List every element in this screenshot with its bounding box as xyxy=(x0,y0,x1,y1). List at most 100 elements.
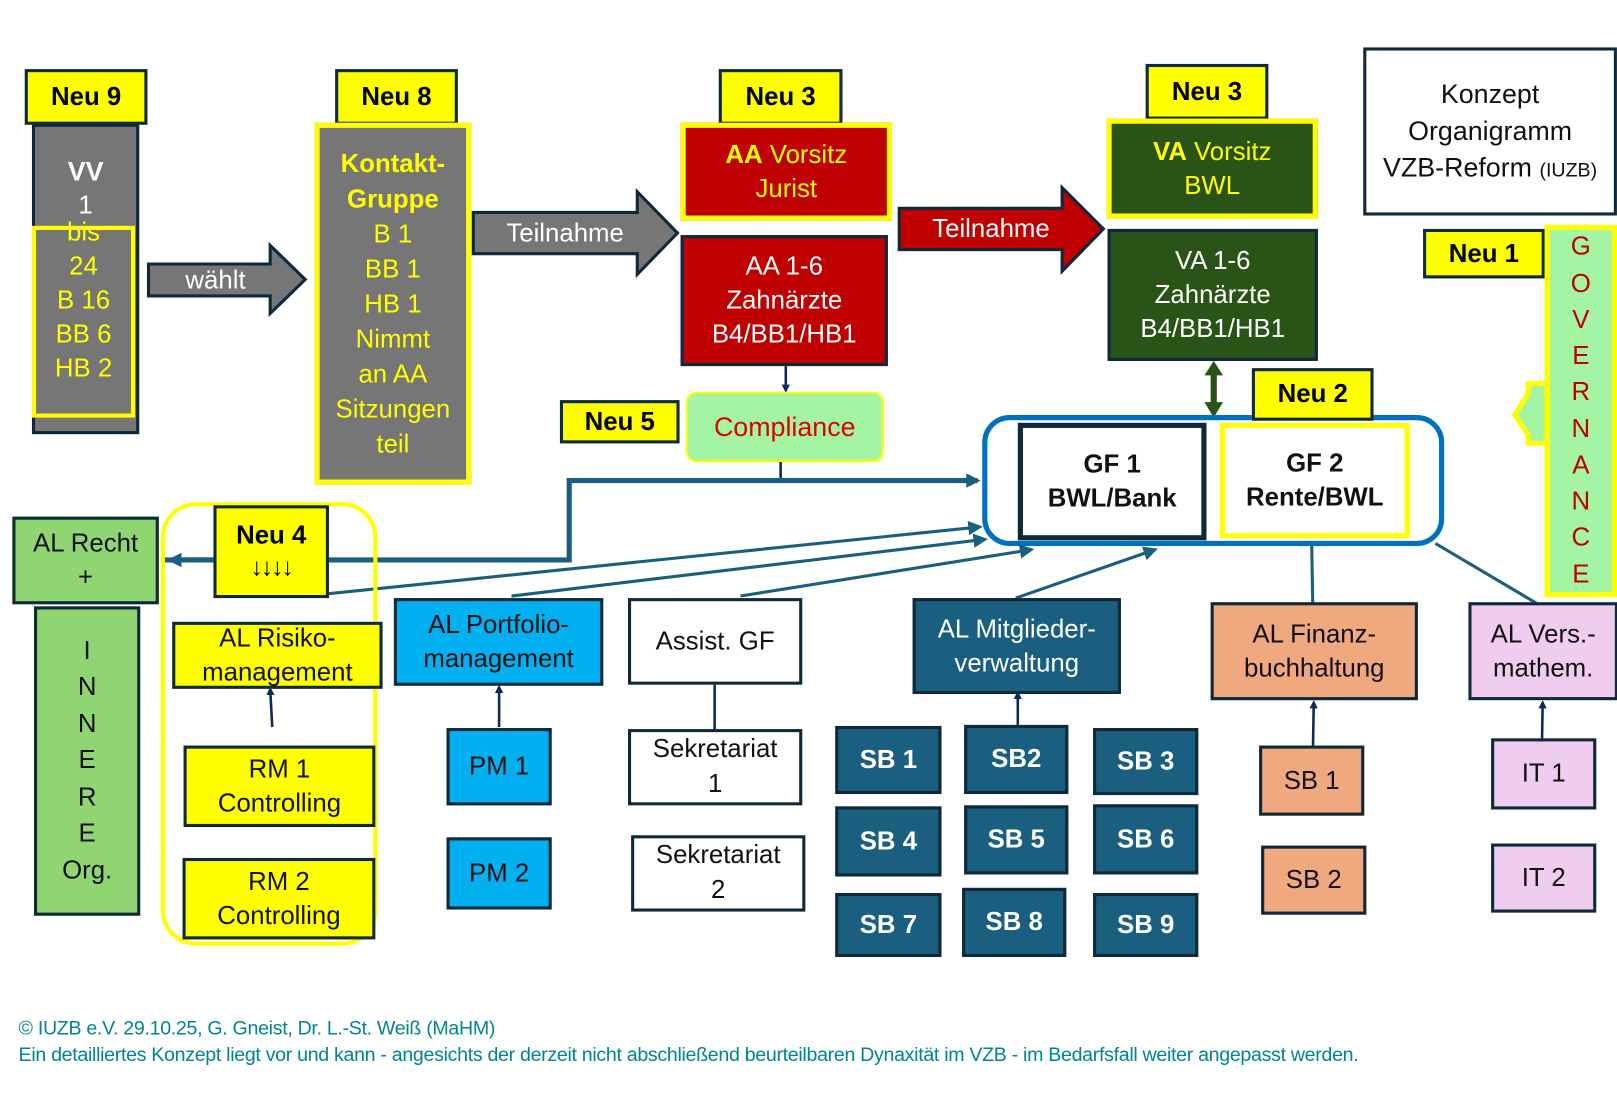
kontakt-line: B 1 xyxy=(373,219,413,249)
mitglieder-sb-box: SB 5 xyxy=(964,805,1069,875)
arrow-label-teilnahme-1: Teilnahme xyxy=(506,218,624,247)
title-line-1: Konzept xyxy=(1440,78,1540,109)
portfolio-line: management xyxy=(423,643,574,673)
mitglieder-line: AL Mitglieder- xyxy=(937,614,1096,643)
link-assist-gf xyxy=(740,544,1035,598)
gf2-line2: Rente/BWL xyxy=(1246,482,1384,512)
sekretariat-2-box: Sekretariat 2 xyxy=(631,835,806,912)
badge-neu-8: Neu 8 xyxy=(335,69,458,125)
va-line: VA 1-6 xyxy=(1174,245,1251,275)
finanz-line: buchhaltung xyxy=(1244,653,1385,683)
vv-line: HB 2 xyxy=(54,353,113,383)
rm2-box: RM 2 Controlling xyxy=(182,857,376,940)
vv-title: VV xyxy=(67,155,104,187)
aa-vorsitz-box: AA Vorsitz Jurist xyxy=(680,122,892,221)
al-recht-line2: + xyxy=(78,562,94,592)
al-portfolio-box: AL Portfolio- management xyxy=(393,598,604,686)
governance-letter: E xyxy=(1572,559,1590,589)
innere-org-letter: N xyxy=(77,672,97,702)
sek2-line: Sekretariat xyxy=(655,840,781,870)
gf1-box: GF 1 BWL/Bank xyxy=(1017,422,1207,541)
governance-letter: V xyxy=(1572,304,1590,334)
versmath-line: AL Vers.- xyxy=(1490,619,1596,649)
rm1-line: RM 1 xyxy=(248,754,311,784)
al-versmath-box: AL Vers.- mathem. xyxy=(1468,602,1617,701)
link-versmath-gf xyxy=(1434,542,1538,605)
mitglieder-sb-box: SB 4 xyxy=(835,806,942,877)
it1-box: IT 1 xyxy=(1491,738,1597,810)
va-gf-arrowhead-down xyxy=(1204,402,1224,418)
rm1-box: RM 1 Controlling xyxy=(183,745,376,828)
pm2-box: PM 2 xyxy=(446,837,552,910)
innere-org-letter: N xyxy=(77,709,97,739)
arrow-teilnahme-1 xyxy=(471,188,680,279)
arrow-teilnahme-2 xyxy=(897,183,1106,276)
gf2-box: GF 2 Rente/BWL xyxy=(1219,422,1410,539)
governance-letter: A xyxy=(1572,450,1590,480)
rm2-line: RM 2 xyxy=(248,866,310,896)
gf1-line1: GF 1 xyxy=(1083,449,1141,479)
badge-neu-3-aa: Neu 3 xyxy=(718,69,843,125)
risiko-line: management xyxy=(202,657,353,687)
vv-line: 1 xyxy=(78,191,93,220)
title-box: Konzept Organigramm VZB-Reform (IUZB) xyxy=(1363,47,1617,216)
link-risiko-gf xyxy=(305,520,983,598)
title-line-2: Organigramm xyxy=(1408,115,1573,146)
risiko-line: AL Risiko- xyxy=(219,623,336,653)
kontakt-title-1: Kontakt- xyxy=(340,149,446,178)
sek1-line: Sekretariat xyxy=(652,734,778,764)
mitglieder-sb-box: SB 3 xyxy=(1093,728,1199,796)
va-vorsitz-line2: BWL xyxy=(1184,170,1241,200)
portfolio-line: AL Portfolio- xyxy=(428,609,570,639)
aa-line: AA 1-6 xyxy=(745,251,823,281)
mitglieder-sb-box: SB 8 xyxy=(962,887,1067,957)
mitglieder-sb-box: SB 9 xyxy=(1093,893,1199,957)
vv-line: 24 xyxy=(69,251,98,281)
assist-gf-box: Assist. GF xyxy=(628,598,803,685)
kontaktgruppe-box: Kontakt- Gruppe B 1 BB 1 HB 1 Nimmt an A… xyxy=(314,122,472,485)
gf-group-outline xyxy=(982,415,1445,547)
innere-org-letter: Org. xyxy=(62,855,113,885)
al-finanz-box: AL Finanz- buchhaltung xyxy=(1210,602,1418,701)
title-suffix: (IUZB) xyxy=(1539,160,1598,182)
aa-vorsitz-rest: Vorsitz xyxy=(762,139,848,169)
compliance-box: Compliance xyxy=(685,391,884,462)
it2-box: IT 2 xyxy=(1491,843,1597,913)
versmath-line: mathem. xyxy=(1493,653,1594,683)
mitglieder-sb-box: SB 6 xyxy=(1093,804,1199,875)
governance-letter: R xyxy=(1571,377,1591,407)
title-line-3: VZB-Reform xyxy=(1383,152,1532,183)
governance-letter: G xyxy=(1570,232,1591,262)
va-line: Zahnärzte xyxy=(1154,279,1271,309)
badge-neu-1: Neu 1 xyxy=(1423,228,1545,279)
innere-org-letter: I xyxy=(83,635,91,665)
neu4-arrows-icon: ↓↓↓↓ xyxy=(250,553,294,582)
mitglieder-sb-box: SB 7 xyxy=(835,893,942,957)
pm1-box: PM 1 xyxy=(446,728,552,806)
kontakt-line: an AA xyxy=(358,359,428,389)
link-portfolio-gf xyxy=(511,533,988,598)
vv-line: bis xyxy=(67,217,101,247)
kontakt-line: Nimmt xyxy=(355,324,431,354)
link-finanz-gf xyxy=(1310,543,1315,604)
governance-letter: N xyxy=(1571,414,1591,443)
badge-neu-2: Neu 2 xyxy=(1251,368,1374,421)
al-mitglieder-box: AL Mitglieder- verwaltung xyxy=(912,598,1121,694)
al-risiko-box: AL Risiko- management xyxy=(172,621,383,689)
aa-vorsitz-line2: Jurist xyxy=(755,173,818,203)
innere-org-letter: R xyxy=(77,782,97,812)
kontakt-line: BB 1 xyxy=(364,254,421,284)
arrow-label-waehlt: wählt xyxy=(185,265,246,295)
mitglieder-line: verwaltung xyxy=(954,648,1080,677)
finanz-line: AL Finanz- xyxy=(1252,619,1377,649)
aa-members-box: AA 1-6 Zahnärzte B4/BB1/HB1 xyxy=(680,235,888,367)
va-vorsitz-bold: VA xyxy=(1152,136,1187,166)
va-line: B4/BB1/HB1 xyxy=(1140,314,1286,343)
governance-letter: O xyxy=(1570,268,1591,298)
kontakt-line: HB 1 xyxy=(364,289,422,319)
badge-neu-3-va: Neu 3 xyxy=(1145,63,1269,120)
arrow-waehlt xyxy=(146,241,308,318)
